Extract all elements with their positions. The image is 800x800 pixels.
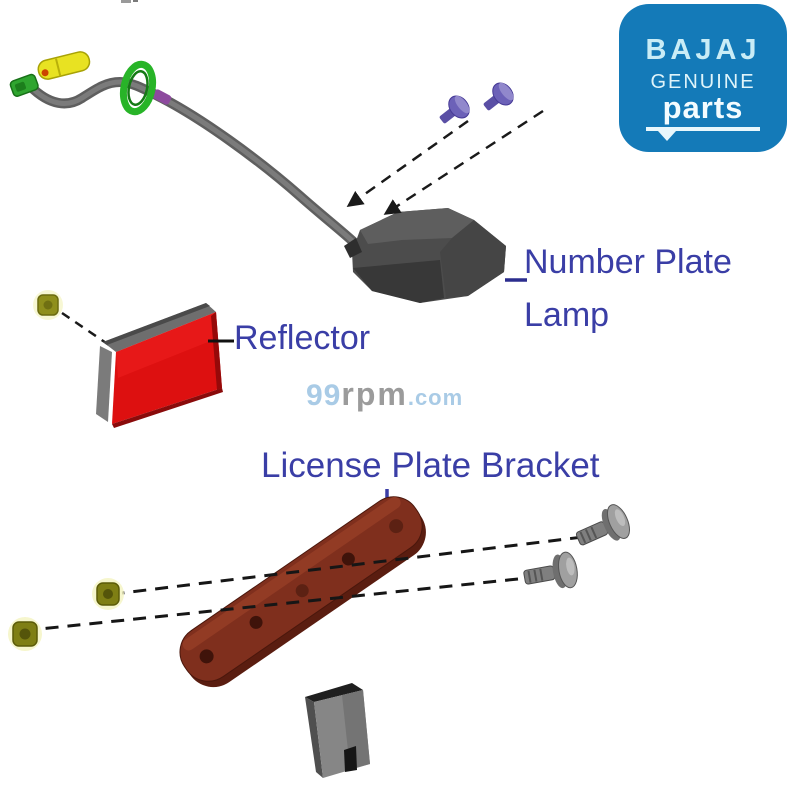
rubber-pad-part (305, 683, 370, 778)
lamp-screw-leader-lines (346, 109, 544, 216)
purple-screw-icon (483, 82, 514, 111)
watermark-com: .com (407, 385, 464, 410)
gray-screw-icon (523, 551, 578, 589)
bracket-screws-gray (523, 504, 630, 589)
gray-screw-icon (575, 504, 630, 546)
label-license-plate-bracket: License Plate Bracket (261, 446, 600, 485)
purple-screw-icon (439, 95, 470, 124)
number-plate-lamp-part (344, 208, 506, 303)
reflector-nut-leader (61, 311, 113, 349)
label-reflector: Reflector (234, 319, 371, 357)
logo-brand-text: BAJAJ (645, 33, 761, 66)
bajaj-genuine-parts-logo: BAJAJ GENUINE parts (619, 4, 787, 152)
olive-nut-icon (92, 578, 124, 610)
green-ring-clip (119, 60, 157, 116)
logo-genuine-text: GENUINE (650, 70, 756, 93)
logo-underline (646, 126, 760, 141)
reflector-nut (33, 290, 63, 320)
label-number-plate-lamp: Number Plate Lamp (524, 236, 732, 342)
label-lamp-line1: Number Plate (524, 243, 732, 281)
watermark-rpm: rpm (341, 376, 408, 412)
down-arrow-icon (658, 130, 676, 141)
lamp-wire-harness (25, 76, 363, 251)
wire-sleeve (152, 89, 172, 105)
label-lamp-line2: Lamp (524, 296, 610, 334)
bracket-screw-leader-lines (39, 535, 584, 631)
watermark-99: 99 (306, 379, 342, 412)
yellow-bullet-connector (37, 51, 91, 80)
green-terminal-connector (9, 73, 39, 97)
bracket-nuts-olive (8, 578, 124, 651)
olive-nut-icon (8, 617, 42, 651)
logo-parts-text: parts (662, 89, 744, 125)
cropped-text-fragment (121, 0, 138, 3)
lamp-screws-purple (439, 82, 514, 124)
reflector-part (96, 303, 223, 428)
